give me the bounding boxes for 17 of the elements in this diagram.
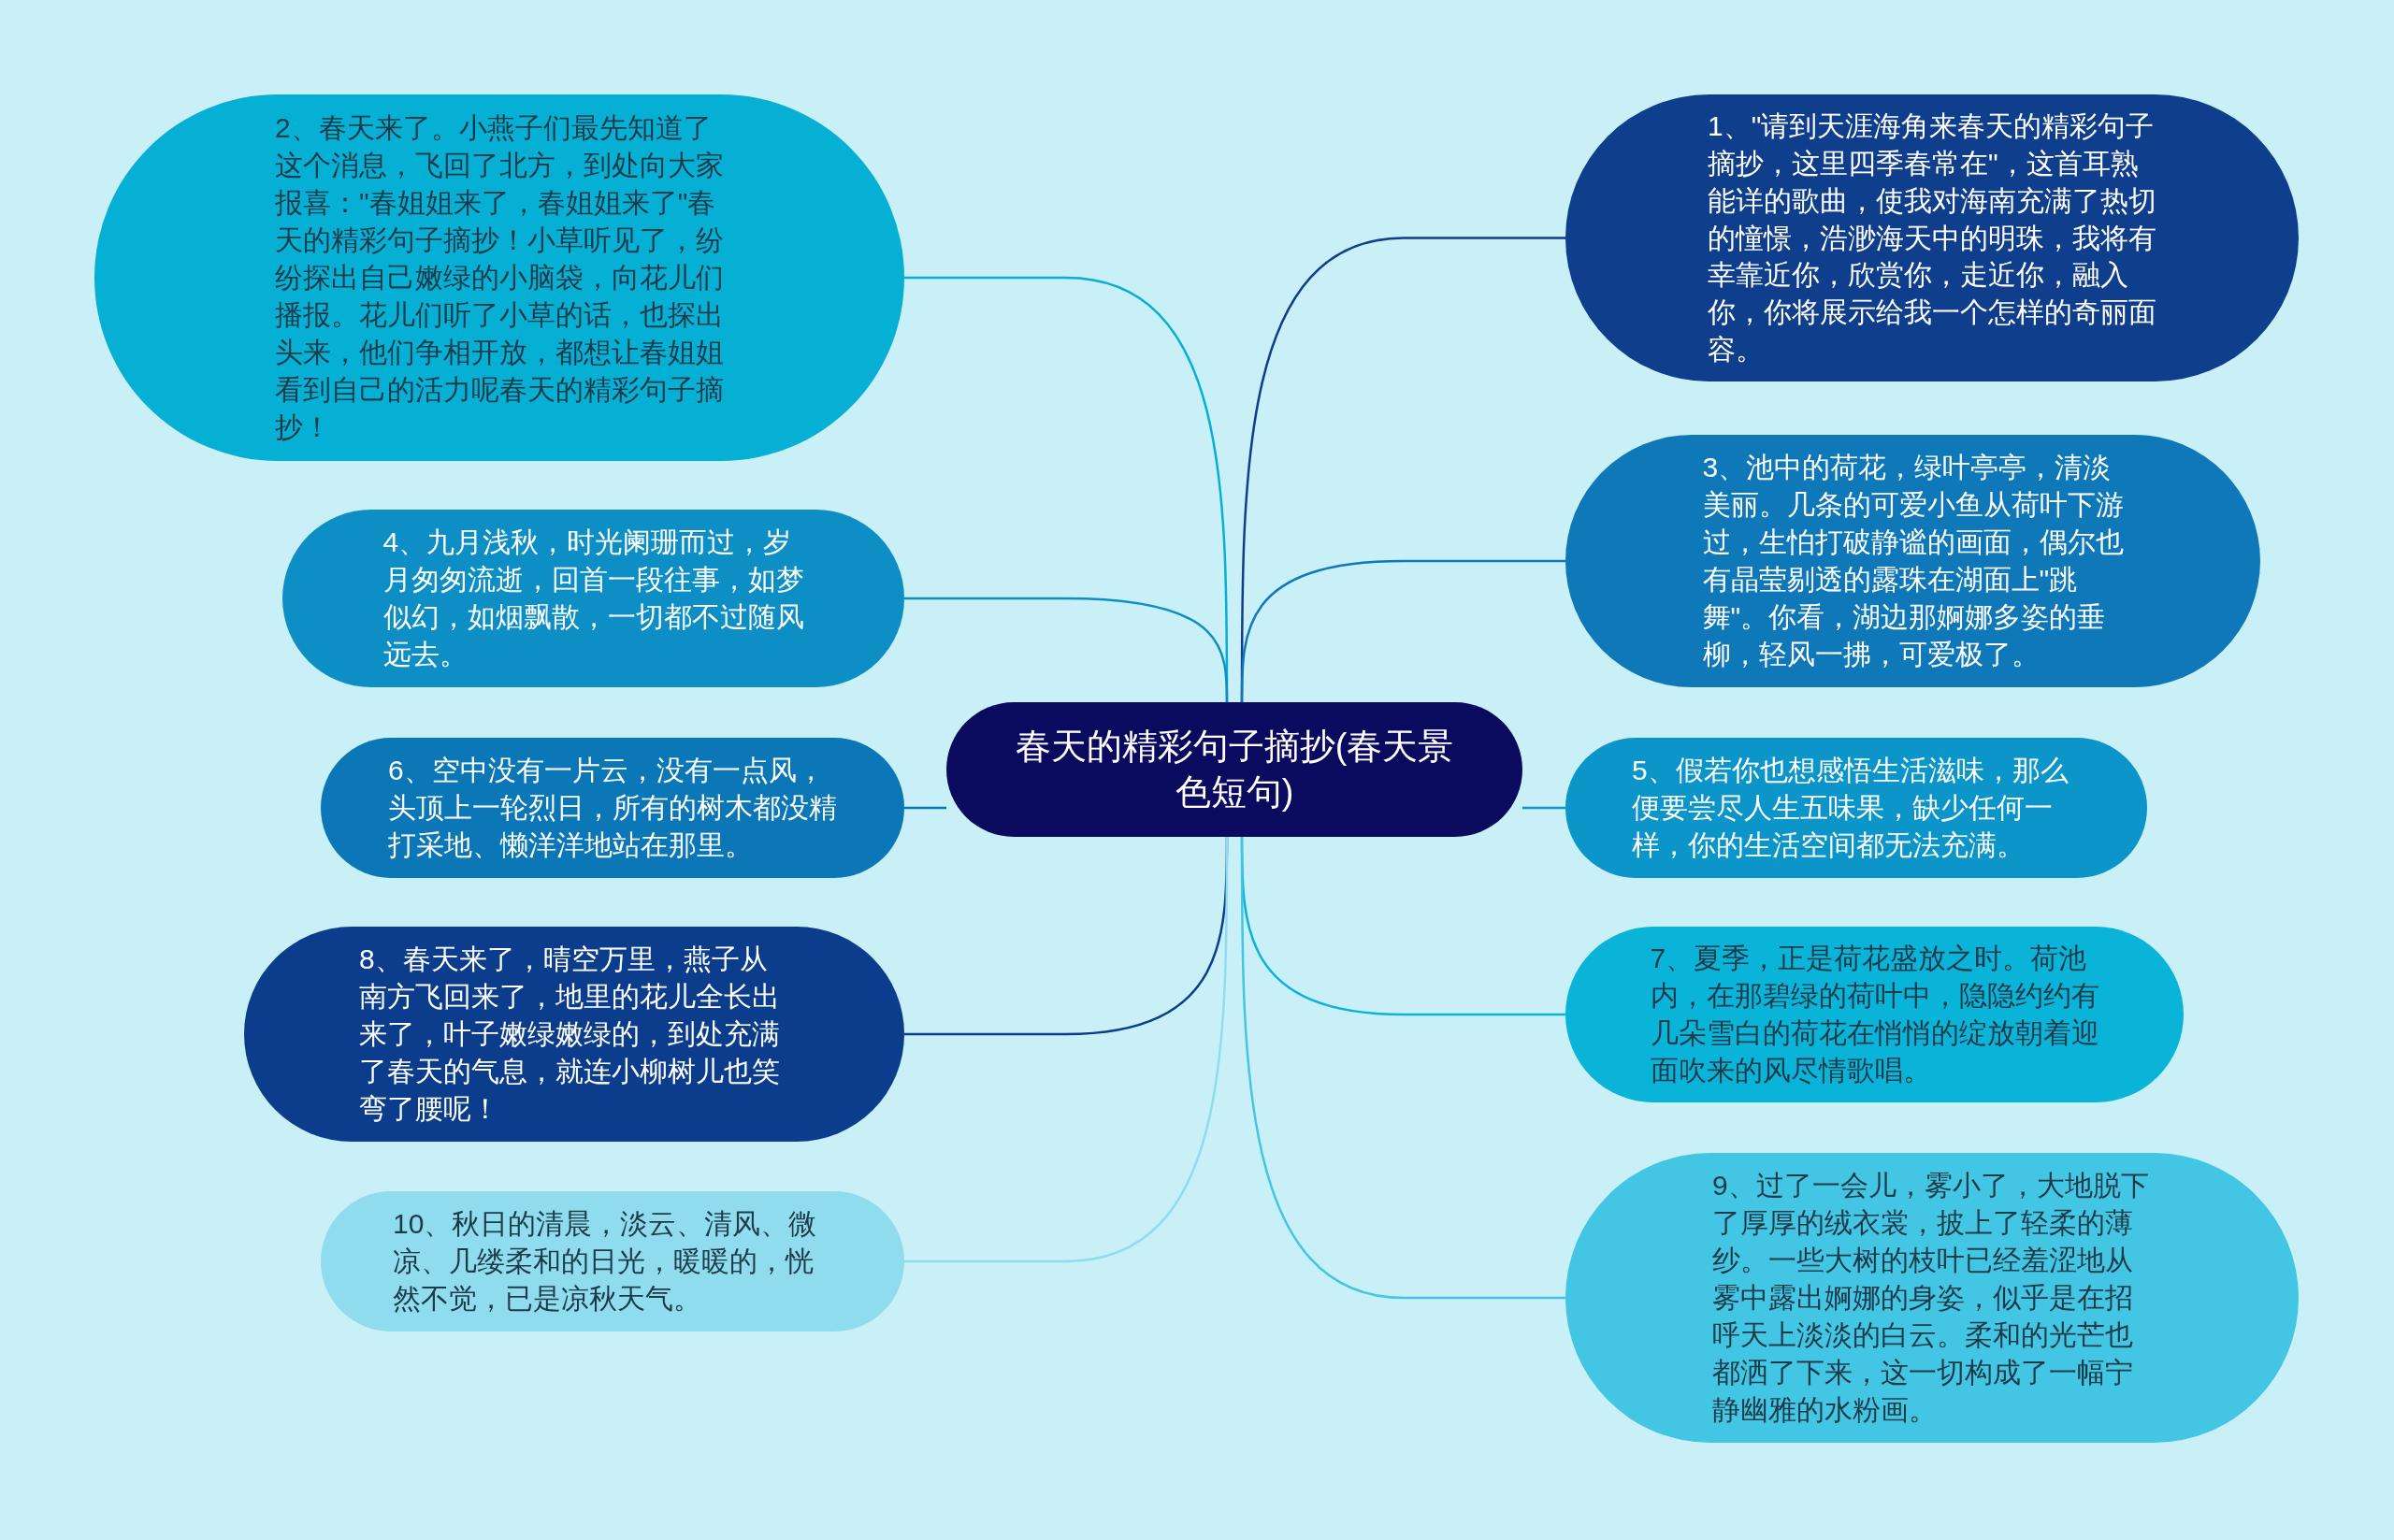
topic-text: 3、池中的荷花，绿叶亭亭，清淡美丽。几条的可爱小鱼从荷叶下游过，生怕打破静谧的画面，偶尔也有晶莹剔透的露珠在湖面上"跳舞"。你看，湖边那婀娜多姿的垂柳，轻风一拂，可爱极了。 — [1702, 451, 2124, 671]
topic-text: 6、空中没有一片云，没有一点风，头顶上一轮烈日，所有的树木都没精打采地、懒洋洋地站在那里。 — [388, 754, 837, 862]
topic-text: 2、春天来了。小燕子们最先知道了这个消息，飞回了北方，到处向大家报喜："春姐姐来了，春姐姐来了"春天的精彩句子摘抄！小草听见了，纷纷探出自己嫩绿的小脑袋，向花儿们播报。花儿们听了小草的话，也探出头来，他们争相开放，都想让春姐姐看到自己的活力呢春天的精彩句子摘抄！ — [275, 111, 724, 444]
topic-text: 5、假若你也想感悟生活滋味，那么便要尝尽人生五味果，缺少任何一样，你的生活空间都无法充满。 — [1632, 754, 2070, 862]
connector-line — [904, 806, 946, 810]
connector-line — [904, 837, 1229, 1263]
topic-text: 4、九月浅秋，时光阑珊而过，岁月匆匆流逝，回首一段往事，如梦似幻，如烟飘散，一切都不过随风远去。 — [382, 525, 804, 671]
topic-text: 9、过了一会儿，雾小了，大地脱下了厚厚的绒衣裳，披上了轻柔的薄纱。一些大树的枝叶已经羞涩地从雾中露出婀娜的身姿，似乎是在招呼天上淡淡的白云。柔和的光芒也都洒了下来，这一切构成了一幅宁静幽雅的水粉画。 — [1712, 1169, 2150, 1427]
connector-line — [1240, 559, 1565, 702]
topic-text: 10、秋日的清晨，淡云、清风、微凉、几缕柔和的日光，暖暖的，恍然不觉，已是凉秋天气。 — [393, 1207, 818, 1316]
connector-line — [904, 597, 1229, 702]
topic-text: 1、"请到天涯海角来春天的精彩句子摘抄，这里四季春常在"，这首耳熟能详的歌曲，使我对海南充满了热切的憧憬，浩渺海天中的明珠，我将有幸靠近你，欣赏你，走近你，融入你，你将展示给我一个怎样的奇丽面容。 — [1708, 108, 2156, 367]
topic-text: 7、夏季，正是荷花盛放之时。荷池内，在那碧绿的荷叶中，隐隐约约有几朵雪白的荷花在悄悄的绽放朝着迎面吹来的风尽情歌唱。 — [1650, 942, 2099, 1087]
connector-line — [1522, 806, 1565, 810]
topic-text: 8、春天来了，晴空万里，燕子从南方飞回来了，地里的花儿全长出来了，叶子嫩绿嫩绿的，到处充满了春天的气息，就连小柳树儿也笑弯了腰呢！ — [359, 943, 781, 1126]
connector-line — [1240, 837, 1565, 1300]
topic-title: 春天的精彩句子摘抄(春天景色短句) — [1014, 725, 1455, 813]
